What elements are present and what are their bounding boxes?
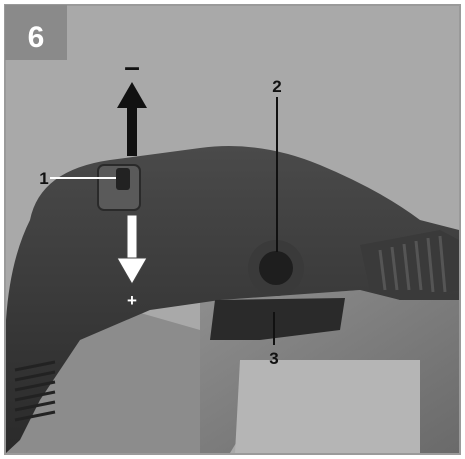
handle-opening — [235, 360, 420, 453]
arrow-up-sign: – — [124, 51, 140, 82]
rib-lines — [378, 235, 447, 293]
figure-number: 6 — [28, 21, 45, 54]
lock-on-button-cap — [259, 251, 293, 285]
figure-number-badge — [5, 5, 67, 60]
speed-wheel-knob — [116, 168, 130, 190]
arrow-up-icon — [117, 82, 147, 156]
tool-motor-body — [6, 146, 459, 453]
trigger-switch — [210, 298, 345, 340]
arrow-down-icon — [116, 214, 148, 286]
vent-slots — [14, 360, 56, 422]
callout-1-label: 1 — [39, 169, 48, 188]
callout-3-label: 3 — [269, 349, 278, 368]
arrow-down-sign: + — [127, 291, 137, 310]
figure-border — [4, 4, 461, 455]
callout-2-label: 2 — [272, 77, 281, 96]
